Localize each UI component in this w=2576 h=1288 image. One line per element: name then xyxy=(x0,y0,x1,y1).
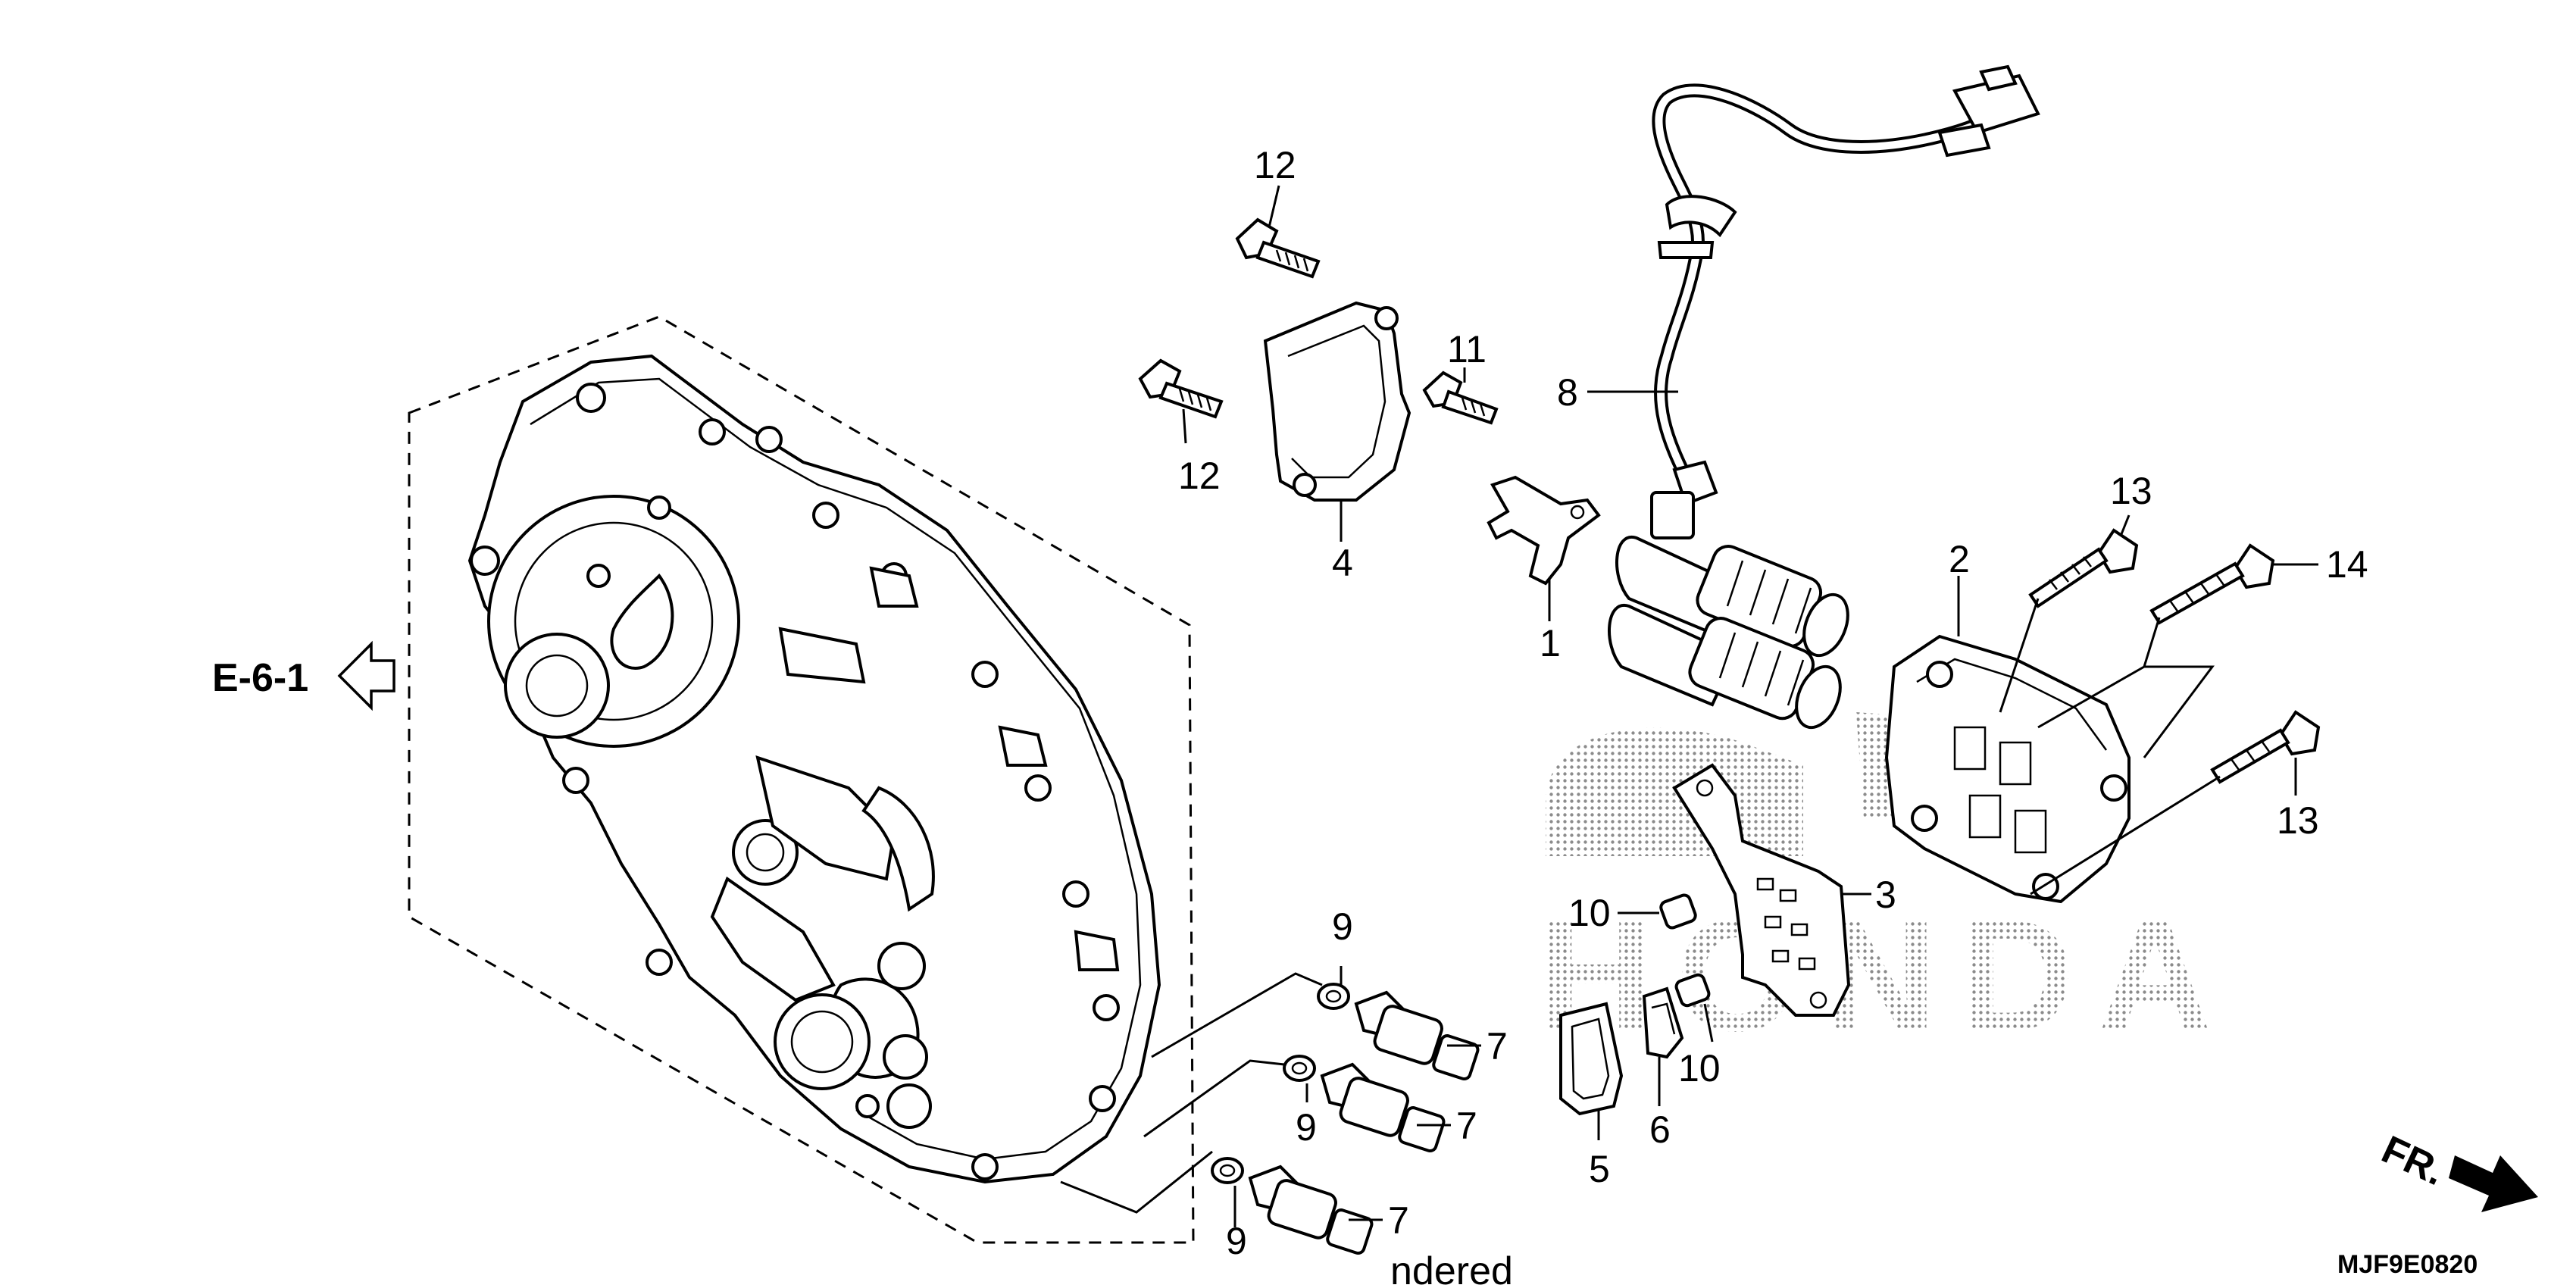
callout-12-lower: 12 xyxy=(1178,455,1221,497)
diagram-code: MJF9E0820 xyxy=(2337,1250,2478,1279)
part-7-switch-top xyxy=(1354,990,1480,1081)
part-7-switch-mid xyxy=(1320,1062,1446,1153)
cut-off-text: ndered xyxy=(1390,1249,1513,1288)
callout-11: 11 xyxy=(1447,328,1487,370)
part-10-dowel-upper xyxy=(1659,893,1697,930)
callout-10-lower: 10 xyxy=(1678,1047,1721,1089)
callout-9-low: 9 xyxy=(1226,1220,1247,1262)
callout-13-upper: 13 xyxy=(2110,470,2152,512)
leader-lines xyxy=(1060,185,2318,1227)
callout-labels: 12 12 11 8 4 1 2 13 14 13 3 10 10 6 5 9 … xyxy=(1178,144,2368,1262)
callout-7-low: 7 xyxy=(1388,1199,1409,1242)
part-3-separator-plate xyxy=(1672,763,1851,1017)
part-1-bracket xyxy=(1487,475,1601,586)
callout-6: 6 xyxy=(1649,1108,1671,1151)
part-4-solenoid-cover xyxy=(1263,301,1411,502)
part-6-filter xyxy=(1642,986,1684,1059)
callout-2: 2 xyxy=(1949,538,1970,580)
part-12-bolt-lower xyxy=(1138,358,1224,419)
callout-5: 5 xyxy=(1589,1148,1610,1190)
reference-e-6-1[interactable]: E-6-1 xyxy=(212,640,395,711)
reference-arrow-icon xyxy=(337,640,395,711)
callout-8: 8 xyxy=(1557,371,1578,414)
callout-7-mid: 7 xyxy=(1456,1105,1477,1147)
part-14-bolt xyxy=(2149,543,2275,625)
callout-14: 14 xyxy=(2326,543,2368,586)
part-13-bolt-lower xyxy=(2210,710,2321,784)
callout-4: 4 xyxy=(1332,542,1353,584)
front-label: FR. xyxy=(2375,1127,2451,1194)
callout-1: 1 xyxy=(1540,622,1561,664)
callout-9-top: 9 xyxy=(1332,905,1353,948)
reference-label: E-6-1 xyxy=(212,656,308,700)
transmission-cover xyxy=(467,354,1161,1184)
callout-9-mid: 9 xyxy=(1296,1106,1317,1149)
part-9-washer-top xyxy=(1317,983,1350,1010)
part-11-bolt xyxy=(1422,370,1499,425)
part-9-washer-low xyxy=(1211,1157,1244,1184)
part-9-washer-mid xyxy=(1283,1055,1316,1082)
part-10-dowel-lower xyxy=(1674,973,1711,1008)
part-12-bolt-upper xyxy=(1235,217,1321,279)
front-direction-marker: FR. xyxy=(2375,1127,2538,1212)
callout-13-lower: 13 xyxy=(2277,799,2319,842)
part-8-solenoid-harness xyxy=(1608,64,2040,730)
part-2-valve-body xyxy=(1884,634,2131,904)
callout-10-upper: 10 xyxy=(1568,892,1611,934)
callout-3: 3 xyxy=(1875,874,1896,916)
part-13-bolt-upper xyxy=(2028,528,2139,608)
callout-12-upper: 12 xyxy=(1254,144,1296,186)
part-5-gasket xyxy=(1559,1002,1624,1116)
part-7-switch-low xyxy=(1248,1165,1374,1255)
callout-7-top: 7 xyxy=(1487,1025,1508,1068)
front-arrow-icon xyxy=(2449,1155,2538,1212)
